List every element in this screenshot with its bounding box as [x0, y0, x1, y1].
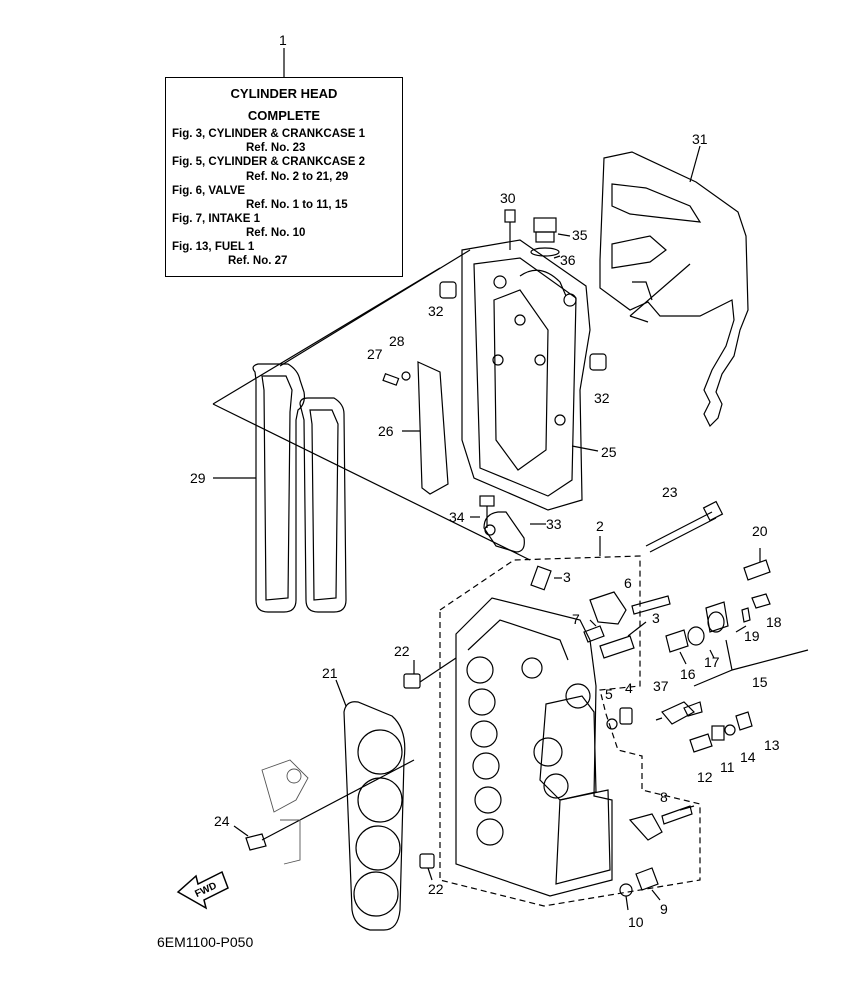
callout-5: 5 — [605, 686, 613, 702]
fwd-arrow-icon — [176, 870, 229, 910]
reference-ref-1: Ref. No. 23 — [246, 142, 306, 154]
callout-13: 13 — [764, 737, 780, 753]
callout-35: 35 — [572, 227, 588, 243]
callout-33: 33 — [546, 516, 562, 532]
reference-fig-2: Fig. 5, CYLINDER & CRANKCASE 2 — [172, 156, 365, 168]
callout-29: 29 — [190, 470, 206, 486]
callout-32-top: 32 — [428, 303, 444, 319]
reference-ref-2: Ref. No. 2 to 21, 29 — [246, 171, 349, 183]
callout-4: 4 — [625, 680, 633, 696]
callout-18: 18 — [766, 614, 782, 630]
callout-15: 15 — [752, 674, 768, 690]
callout-22-bottom: 22 — [428, 881, 444, 897]
callout-22-top: 22 — [394, 643, 410, 659]
reference-title-2: COMPLETE — [247, 108, 321, 123]
callout-17: 17 — [704, 654, 720, 670]
callout-10: 10 — [628, 914, 644, 930]
cylinder-head-cover — [461, 239, 591, 511]
callout-37: 37 — [653, 678, 669, 694]
reference-ref-3: Ref. No. 1 to 11, 15 — [246, 199, 348, 211]
callout-9: 9 — [660, 901, 668, 917]
head-cover-gasket — [252, 363, 347, 613]
callout-21: 21 — [322, 665, 338, 681]
reference-fig-4: Fig. 7, INTAKE 1 — [172, 213, 260, 225]
callout-14: 14 — [740, 749, 756, 765]
callout-24: 24 — [214, 813, 230, 829]
callout-28: 28 — [389, 333, 405, 349]
callout-3-top: 3 — [563, 569, 571, 585]
callout-20: 20 — [752, 523, 768, 539]
callout-27: 27 — [367, 346, 383, 362]
reference-ref-4: Ref. No. 10 — [246, 227, 306, 239]
exhaust-cover — [599, 151, 749, 428]
callout-16: 16 — [680, 666, 696, 682]
reference-fig-3: Fig. 6, VALVE — [172, 185, 246, 197]
callout-26: 26 — [378, 423, 394, 439]
callout-25: 25 — [601, 444, 617, 460]
cylinder-head — [455, 591, 627, 897]
callout-34: 34 — [449, 509, 465, 525]
callout-1: 1 — [279, 32, 287, 48]
callout-36: 36 — [560, 252, 576, 268]
reference-title-1: CYLINDER HEAD — [230, 86, 338, 101]
reference-fig-5: Fig. 13, FUEL 1 — [172, 241, 255, 253]
callout-7: 7 — [572, 611, 580, 627]
reference-fig-1: Fig. 3, CYLINDER & CRANKCASE 1 — [172, 128, 365, 140]
callout-6: 6 — [624, 575, 632, 591]
reference-ref-5: Ref. No. 27 — [228, 255, 288, 267]
callout-19: 19 — [744, 628, 760, 644]
callout-3-right: 3 — [652, 610, 660, 626]
callout-32-right: 32 — [594, 390, 610, 406]
callout-11: 11 — [720, 759, 735, 775]
callout-30: 30 — [500, 190, 516, 206]
callout-8: 8 — [660, 789, 668, 805]
head-gasket — [343, 701, 406, 931]
callout-31: 31 — [692, 131, 708, 147]
reference-box: CYLINDER HEAD COMPLETE Fig. 3, CYLINDER … — [165, 77, 403, 277]
cover-plate — [417, 361, 449, 495]
callout-12: 12 — [697, 769, 713, 785]
diagram-code: 6EM1100-P050 — [157, 934, 254, 950]
callout-23: 23 — [662, 484, 678, 500]
callout-2: 2 — [596, 518, 604, 534]
